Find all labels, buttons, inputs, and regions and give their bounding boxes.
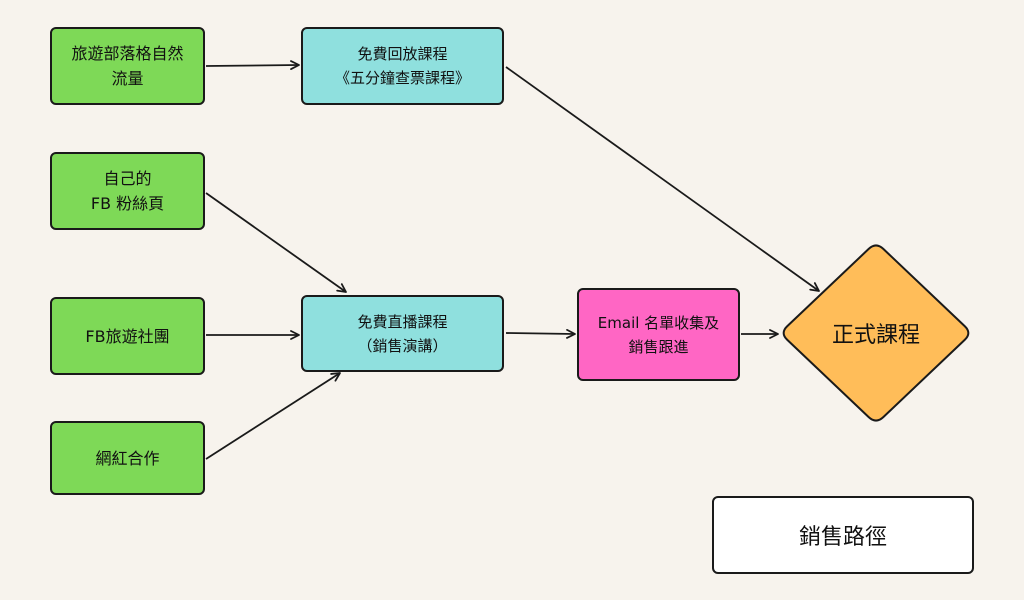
free-live-course-node: 免費直播課程 （銷售演講） <box>301 295 504 372</box>
node-label-line: 《五分鐘查票課程》 <box>334 69 470 87</box>
email-followup-node: Email 名單收集及 銷售跟進 <box>577 288 740 381</box>
paid-course-label: 正式課程 <box>831 323 920 348</box>
arrow-blog-to-replay-course <box>205 60 300 70</box>
caption-label: 銷售路徑 <box>798 525 887 550</box>
arrow-replay-course-to-paid-course <box>505 66 820 292</box>
arrow-live-course-to-email <box>505 328 576 339</box>
node-label-line: （銷售演講） <box>357 336 448 355</box>
source-blog-node: 旅遊部落格自然 流量 <box>50 27 205 105</box>
node-label-line: FB旅遊社團 <box>85 326 170 346</box>
node-label-line: FB 粉絲頁 <box>90 194 165 213</box>
node-label-line: Email 名單收集及 <box>597 313 720 332</box>
arrow-fanpage-to-live-course <box>205 192 347 293</box>
node-label-line: 銷售跟進 <box>628 337 689 356</box>
node-label-line: 自己的 <box>103 169 152 188</box>
source-group-node: FB旅遊社團 <box>50 297 205 375</box>
node-label-line: 免費直播課程 <box>357 312 448 331</box>
source-influencer-node: 網紅合作 <box>50 421 205 495</box>
node-label-line: 旅遊部落格自然 <box>71 44 184 63</box>
node-label-line: 流量 <box>111 69 144 88</box>
source-fanpage-node: 自己的 FB 粉絲頁 <box>50 152 205 230</box>
caption-box: 銷售路徑 <box>712 496 974 574</box>
node-label-line: 網紅合作 <box>95 448 160 468</box>
paid-course-diamond <box>782 244 970 422</box>
arrow-influencer-to-live-course <box>205 372 341 460</box>
node-label-line: 免費回放課程 <box>357 45 448 63</box>
free-replay-course-node: 免費回放課程 《五分鐘查票課程》 <box>301 27 504 105</box>
